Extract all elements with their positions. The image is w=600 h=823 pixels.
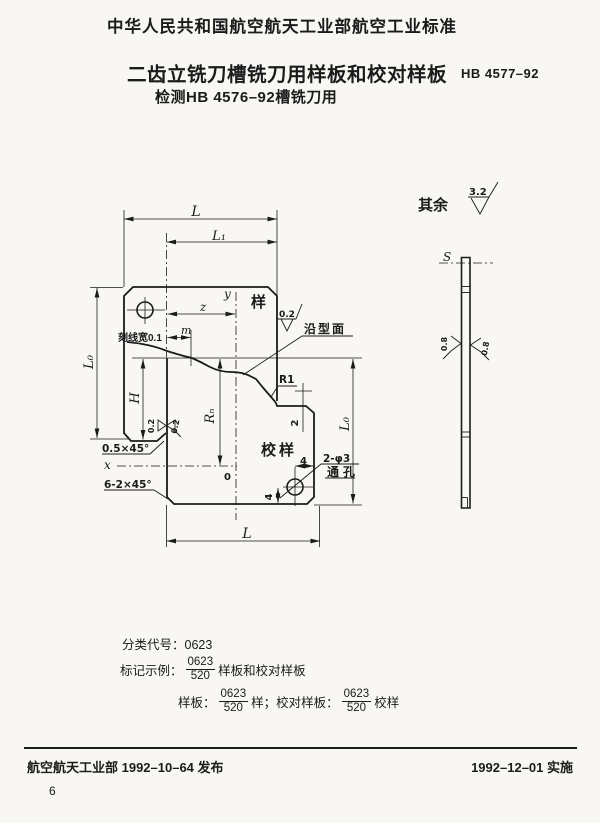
leader-lines [102,181,499,500]
document-title: 二齿立铣刀槽铣刀用样板和校对样板 [127,64,448,86]
fraction-denominator: 520 [223,701,243,714]
dim-m-label: m [181,324,191,337]
dim-y-label: y [223,287,231,301]
engraved-line-width-note: 刻线宽0.1 [118,331,162,344]
side-rough-left-value: 0.8 [440,336,449,351]
footer-divider [24,747,577,749]
dim-L-bottom-label: L [241,526,251,542]
hole-note-line1: 2-φ3 [323,453,350,465]
rough-edge-right-value: 0.2 [170,419,182,435]
chamfer-note-2: 6-2×45° [104,479,152,491]
dim-4-vert-label: 4 [264,493,275,500]
document-subtitle: 检测HB 4576–92槽铣刀用 [155,89,338,106]
marking-example-suffix: 样板和校对样板 [218,663,306,678]
check-template-marking-suffix: 校样 [374,695,400,710]
marking-example-label: 标记示例： [120,663,183,678]
dim-L1-label: L₁ [211,229,226,244]
fraction-denominator: 520 [346,701,367,714]
rough-general-value: 3.2 [469,187,487,198]
hole-note-line2: 通孔 [327,464,359,479]
side-view [442,256,490,509]
chamfer-note-1: 0.5×45° [102,443,149,455]
dim-x-label: x [104,458,111,472]
template-marking-label: 样板： [178,695,216,710]
fraction-numerator: 0623 [185,656,216,670]
side-rough-right-value: 0.8 [480,340,491,356]
marking-example-row: 标记示例： 0623 520 样板和校对样板 [120,656,306,682]
footer-implementation-date: 1992–12–01 实施 [471,760,573,775]
dim-H-label: H [128,392,143,405]
check-template-marking-label: 样；校对样板： [251,695,339,710]
fraction-numerator: 0623 [218,688,249,702]
origin-zero-label: 0 [224,472,231,483]
rough-edge-left-value: 0.2 [147,419,156,433]
dim-L0-left-label: L₀ [82,354,97,370]
dim-L-top-label: L [190,204,200,220]
marking-fraction-1: 0623 520 [185,656,216,682]
marking-detail-row: 样板： 0623 520 样；校对样板： 0623 520 校样 [178,688,399,714]
dim-z-label: z [199,300,207,314]
rough-profile-text: 沿型面 [303,321,346,336]
template-label: 样 [251,293,266,311]
centerlines [117,233,493,520]
classification-code: 分类代号：0623 [122,638,213,652]
fraction-denominator: 520 [190,669,210,682]
marking-fraction-2: 0623 520 [218,688,249,714]
rough-general-prefix: 其余 [418,196,449,214]
radius-R1-label: R1 [279,374,294,386]
check-template-label: 校样 [261,441,297,459]
dim-4-horiz-label: 4 [300,456,307,467]
technical-drawing: L L₁ L₀ y z m 刻线宽0.1 H 0.2 0.2 样 0.2 沿型面… [82,181,499,547]
dimension-lines [94,216,356,544]
standard-authority-heading: 中华人民共和国航空航天工业部航空工业标准 [107,18,457,36]
extension-lines [90,210,362,547]
dim-S-label: S [443,250,451,264]
page-number: 6 [49,784,56,798]
standard-number: HB 4577–92 [461,66,539,81]
dim-L0-right-label: L₀ [338,416,353,432]
marking-fraction-3: 0623 520 [341,688,372,714]
dim-2-label: 2 [290,419,301,426]
footer-issued-by: 航空航天工业部 1992–10–64 发布 [27,760,224,775]
rough-profile-value: 0.2 [279,310,295,320]
dim-Rn-label: Rₙ [203,408,218,424]
fraction-numerator: 0623 [341,688,372,702]
